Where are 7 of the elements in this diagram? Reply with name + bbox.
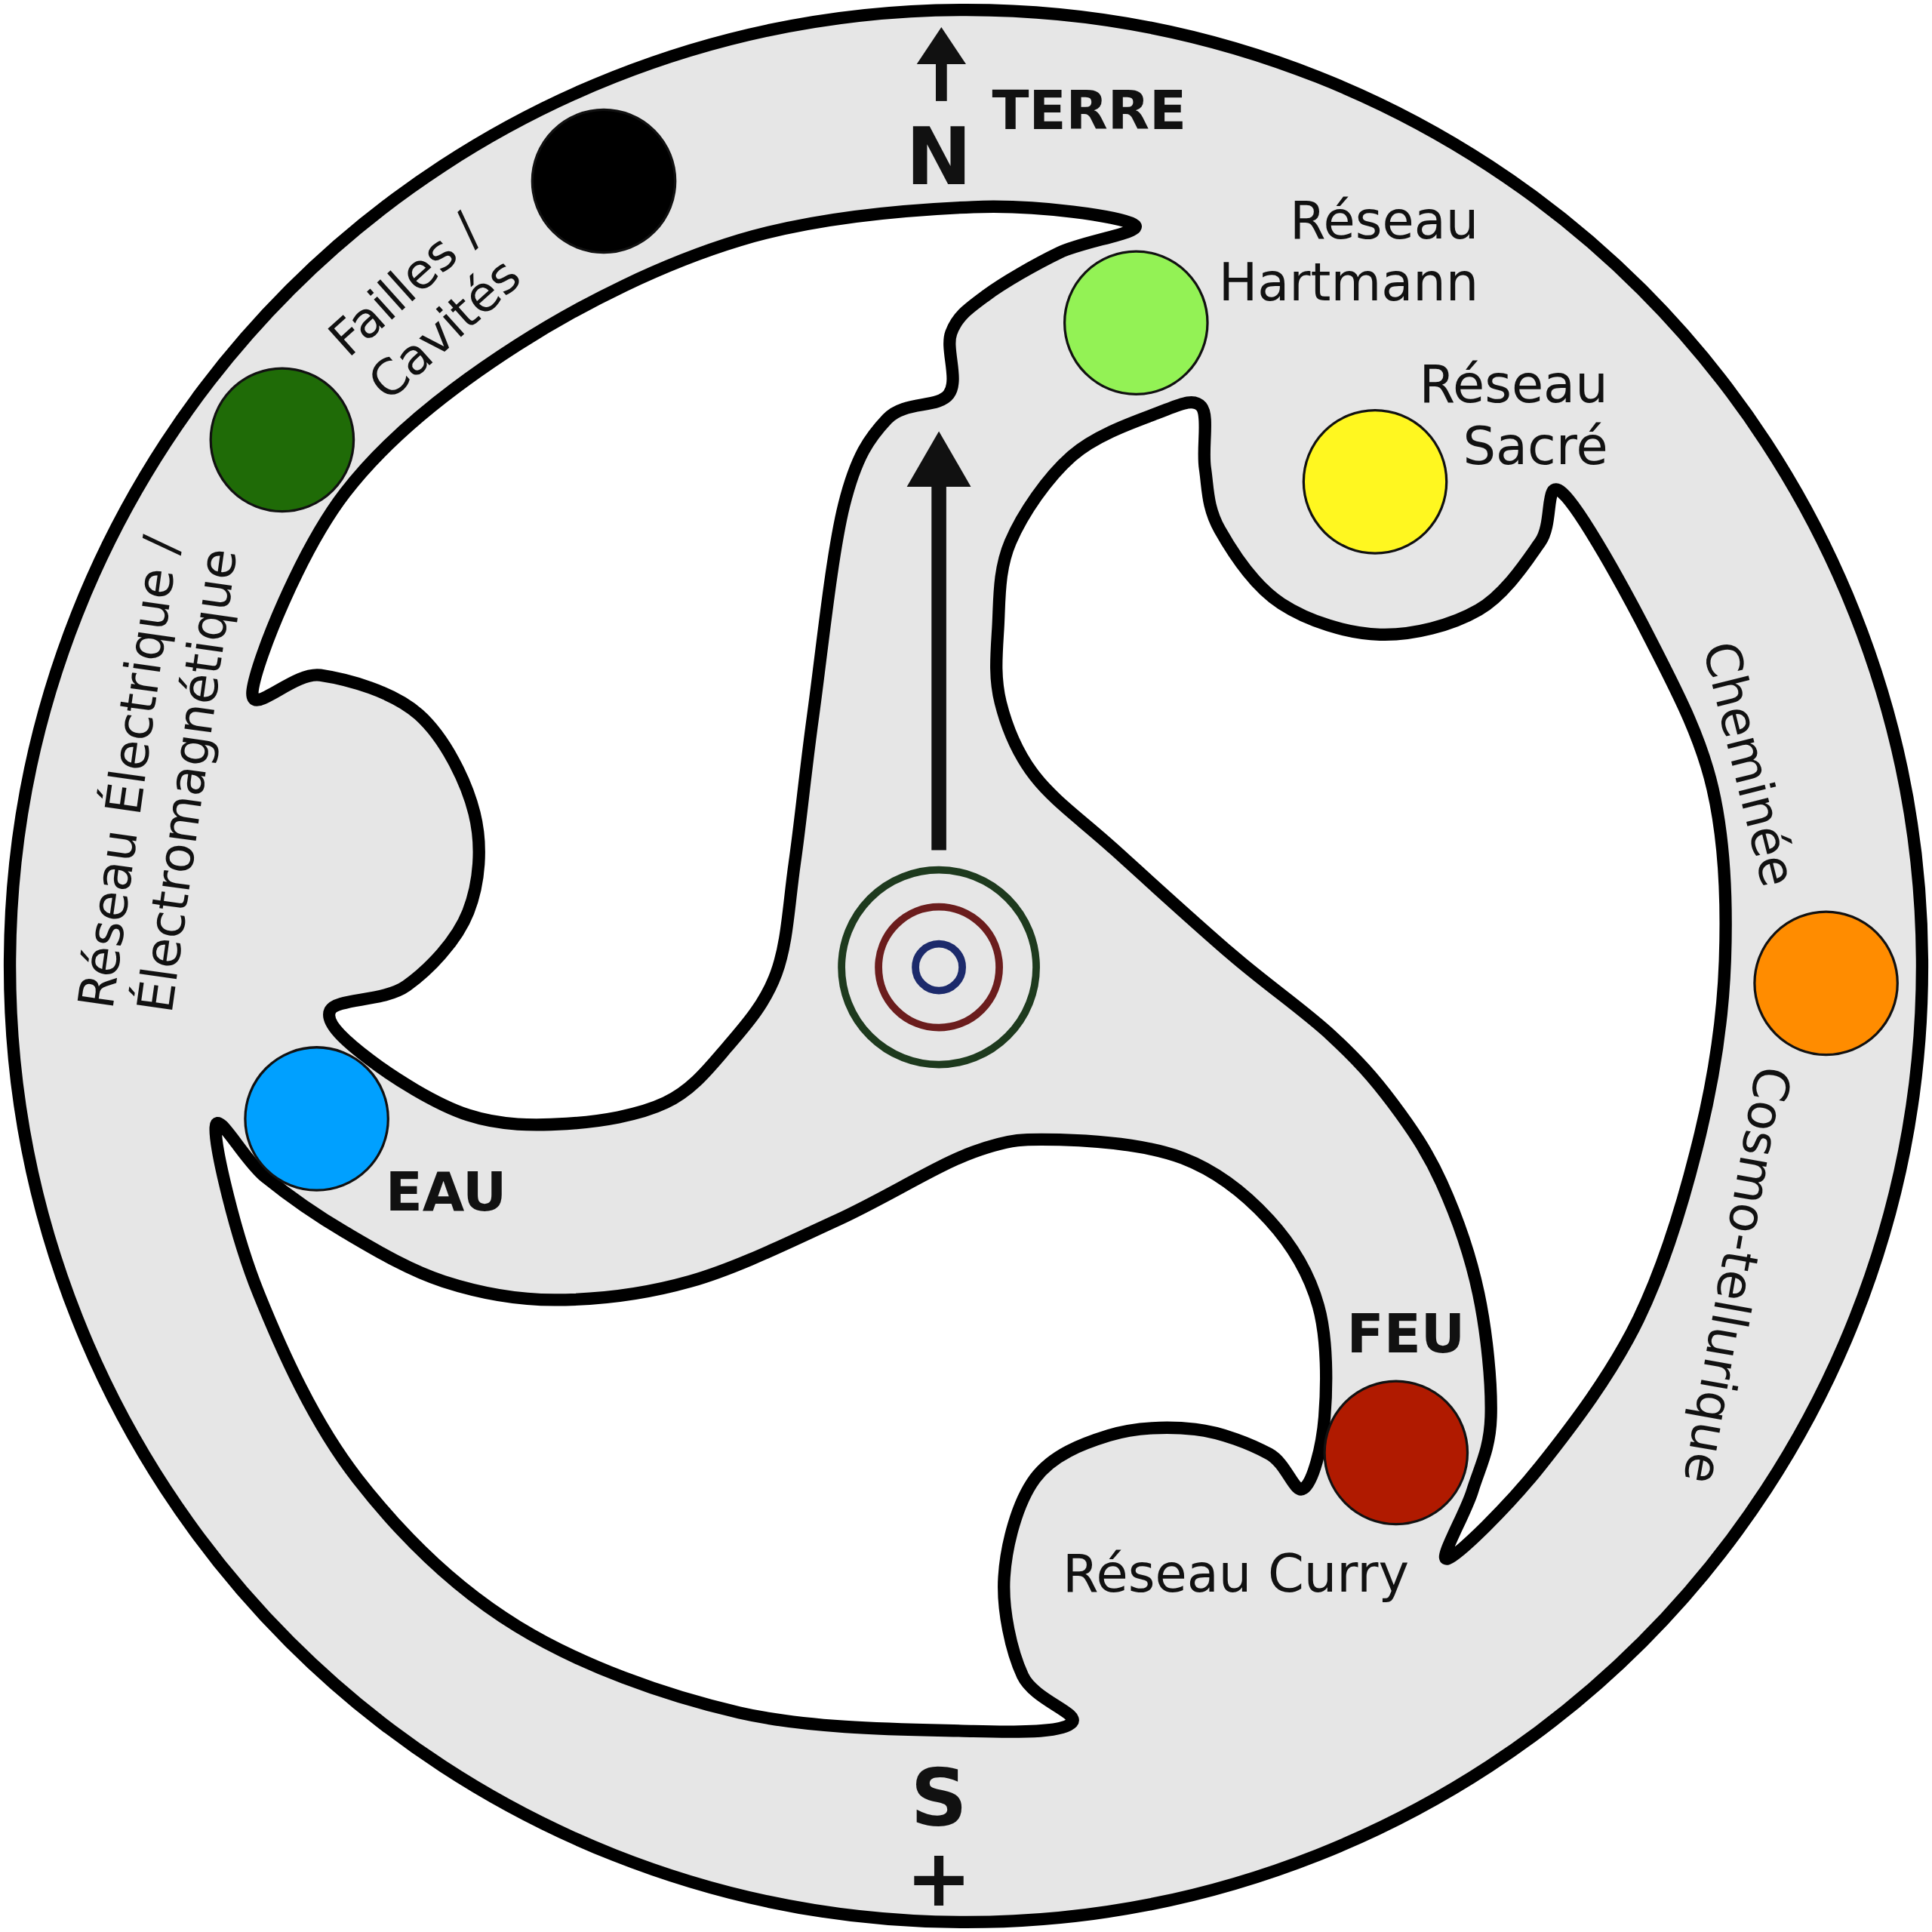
dot-label: Réseau Curry <box>1063 1543 1410 1606</box>
dot-label: Réseau Sacré <box>1418 354 1608 478</box>
dot-label: Réseau Hartmann <box>1217 190 1479 315</box>
dot-label: EAU <box>385 1160 507 1225</box>
element-label: TERRE <box>992 78 1187 143</box>
compass-label: N <box>906 110 972 205</box>
dot-label: FEU <box>1346 1302 1466 1367</box>
